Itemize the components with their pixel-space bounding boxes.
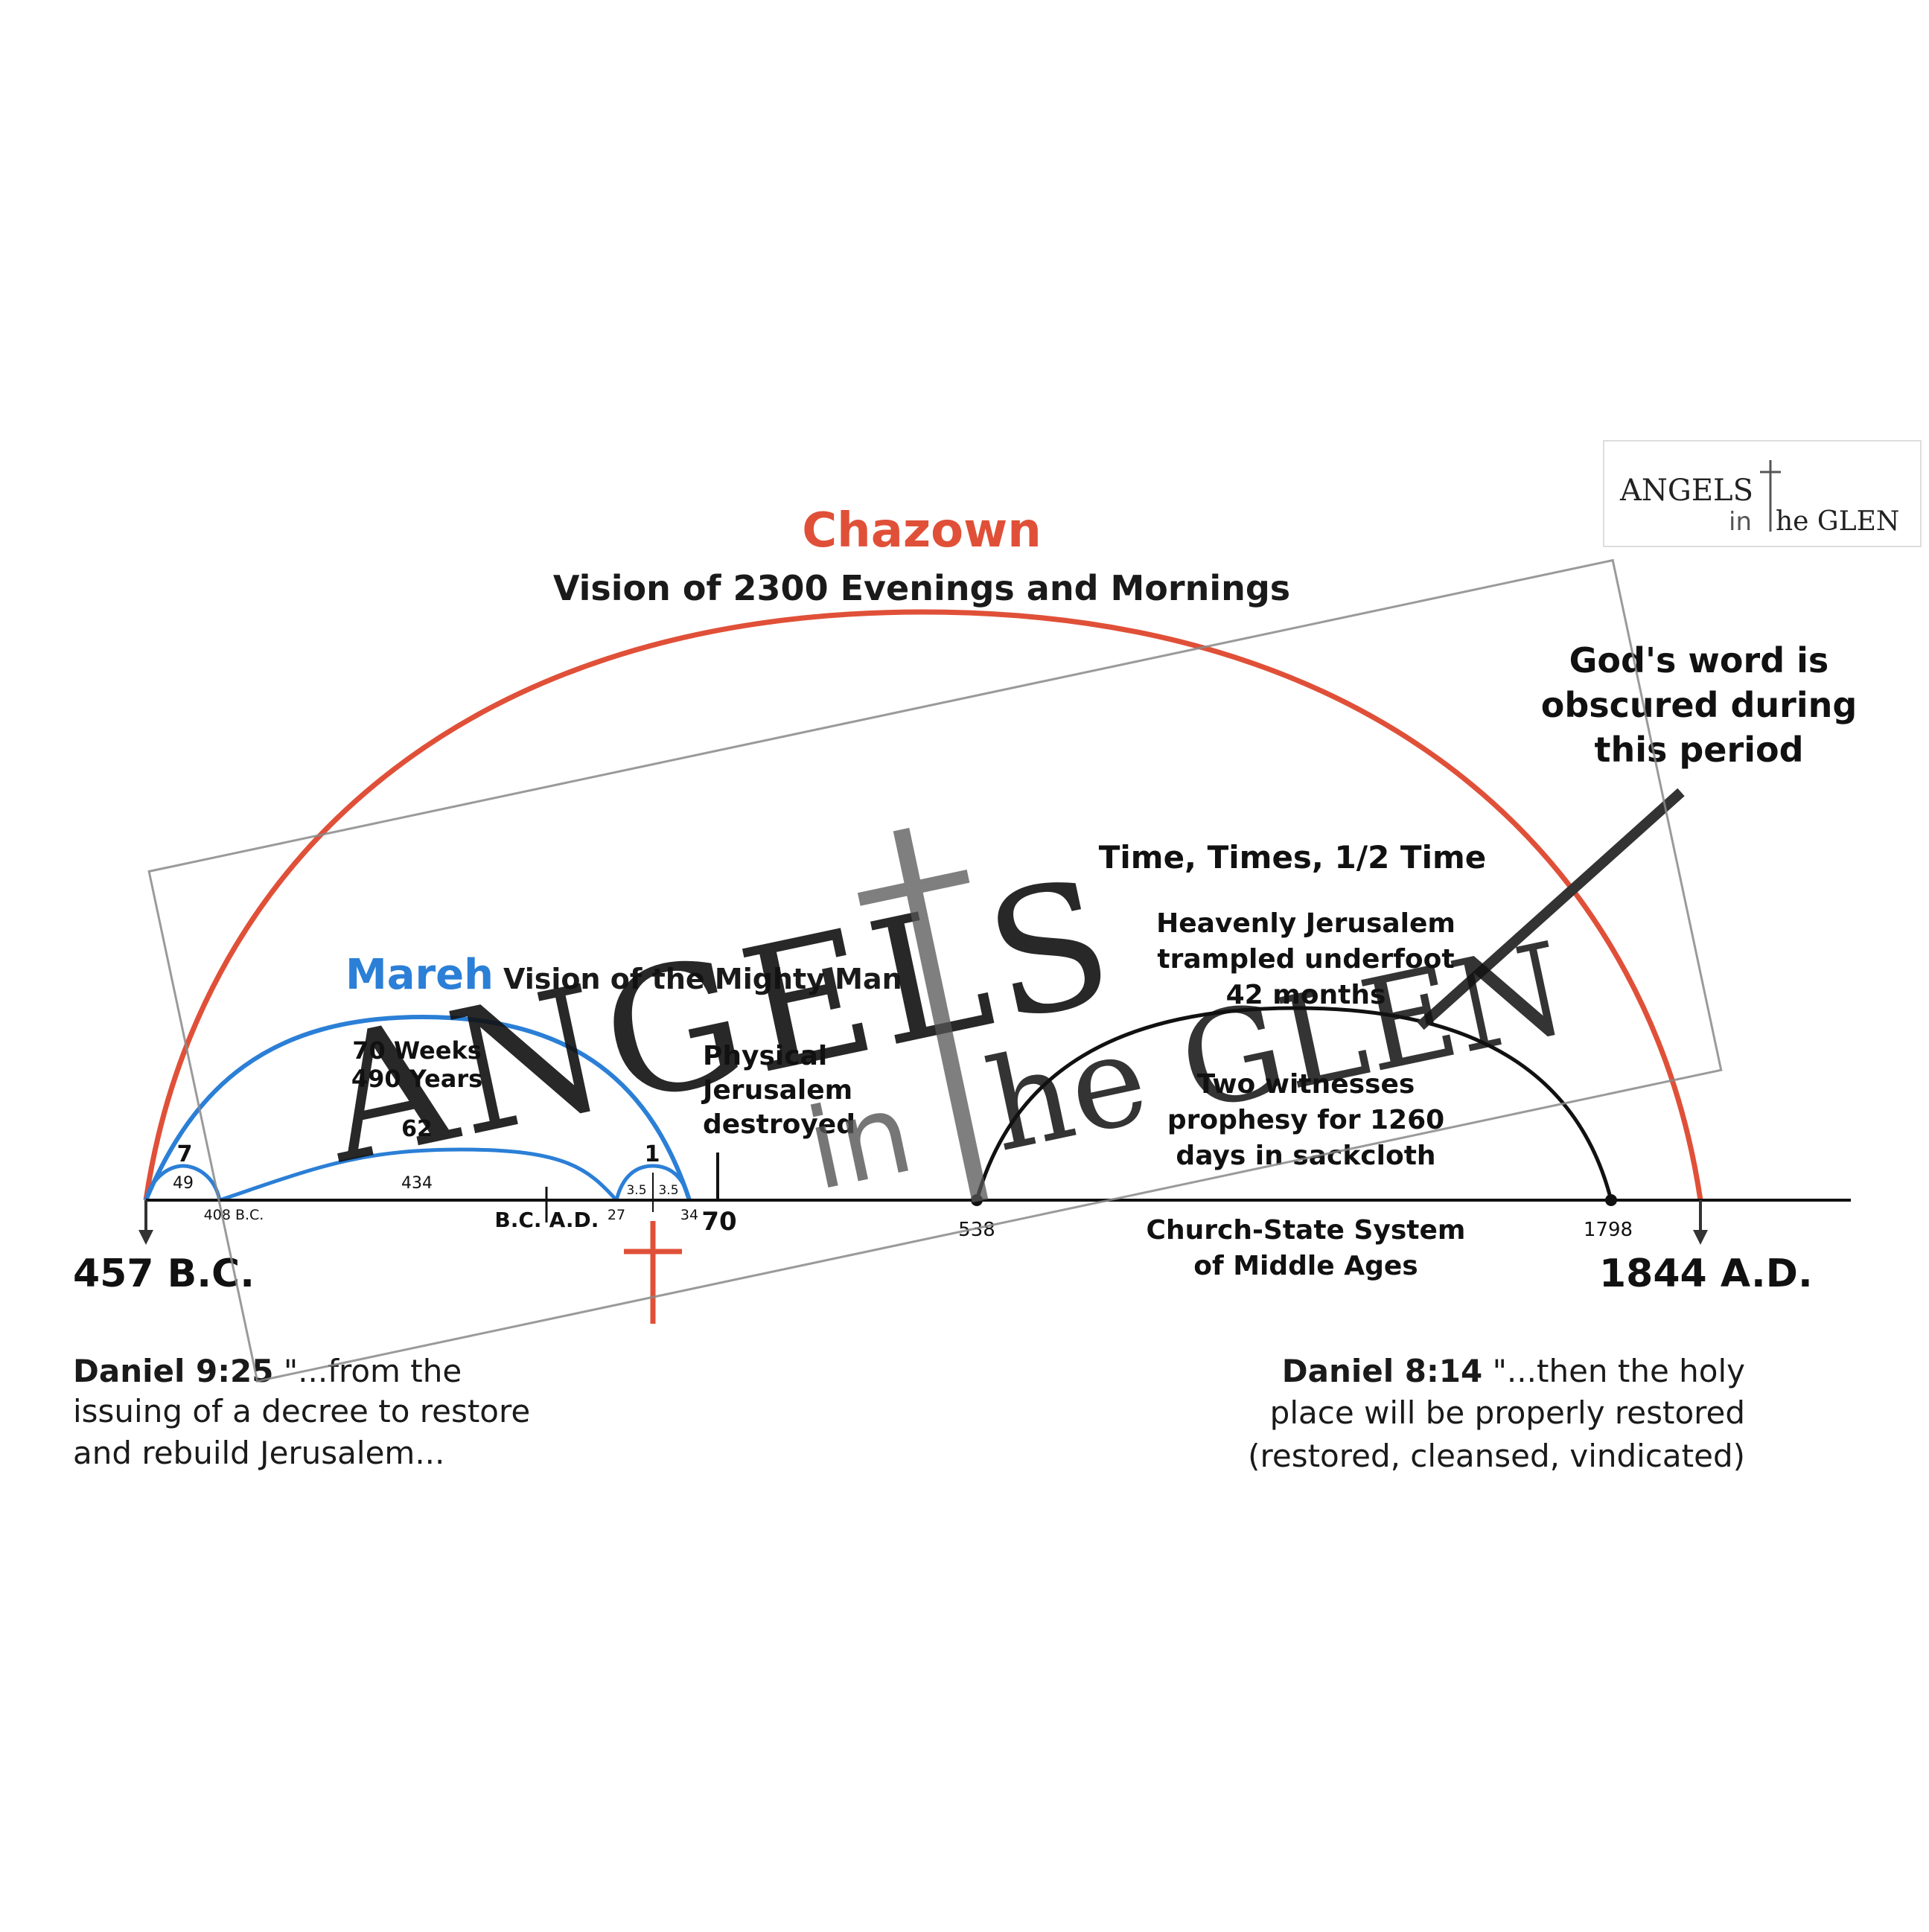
label-408bc: 408 B.C. [204,1207,264,1223]
physical-line-3: destroyed [703,1109,855,1140]
label-70: 70 [701,1207,736,1237]
marker-1798 [1605,1194,1617,1206]
label-34: 34 [680,1207,698,1223]
heavenly-line-3: 42 months [1226,980,1386,1010]
mareh-subtitle: Vision of the Mighty Man [503,963,902,995]
mareh-final-week-arc [614,1164,692,1201]
mareh-title: Mareh [345,951,494,999]
label-1798: 1798 [1584,1219,1633,1241]
cross-icon [624,1221,682,1324]
mareh-weeks: 70 Weeks [352,1036,482,1065]
right-quote-line-2: place will be properly restored [1270,1394,1745,1431]
label-27: 27 [608,1207,625,1223]
label-ad: A.D. [549,1208,599,1232]
heavenly-line-1: Heavenly Jerusalem [1156,908,1455,939]
logo-box [1603,440,1922,547]
label-bc: B.C. [494,1208,541,1232]
left-quote-line-2: issuing of a decree to restore [73,1393,530,1429]
mareh-years: 490 Years [351,1065,482,1093]
witnesses-line-2: prophesy for 1260 [1167,1105,1444,1135]
heavenly-line-2: trampled underfoot [1157,944,1454,975]
mareh-1: 1 [645,1141,660,1167]
physical-line-1: Physical [703,1041,827,1071]
mareh-49: 49 [173,1174,194,1193]
left-quote-line-3: and rebuild Jerusalem... [73,1435,444,1471]
witnesses-line-1: Two witnesses [1197,1069,1415,1100]
annotation-line-1: God's word is [1569,640,1829,680]
church-state-line-2: of Middle Ages [1193,1251,1418,1281]
mareh-half-2: 3.5 [658,1183,678,1198]
left-quote-line-1: Daniel 9:25 "...from the [73,1353,462,1389]
time-times-title: Time, Times, 1/2 Time [1099,839,1486,876]
right-quote-line-1: Daniel 8:14 "...then the holy [1282,1353,1745,1389]
annotation-pointer-arrow-icon [1417,788,1685,1030]
mareh-62: 62 [401,1116,433,1142]
annotation-line-2: obscured during [1541,685,1858,725]
label-start-date: 457 B.C. [73,1252,255,1296]
label-end-date: 1844 A.D. [1599,1252,1813,1296]
mareh-49-arc [144,1164,222,1201]
mareh-half-1: 3.5 [626,1183,646,1198]
right-quote-line-3: (restored, cleansed, vindicated) [1248,1438,1745,1474]
witnesses-line-3: days in sackcloth [1176,1141,1435,1171]
mareh-434: 434 [401,1174,433,1193]
mareh-434-arc [219,1147,618,1202]
logo-glen: he GLEN [1776,506,1899,537]
church-state-line-1: Church-State System [1147,1215,1466,1246]
mareh-7: 7 [177,1141,193,1167]
annotation-line-3: this period [1594,730,1803,770]
start-arrow-icon [138,1200,153,1245]
chazown-subtitle: Vision of 2300 Evenings and Mornings [553,568,1290,608]
physical-line-2: Jerusalem [701,1075,852,1106]
watermark-cross-icon [857,827,989,1203]
end-arrow-icon [1693,1200,1708,1245]
church-state-arc [975,1006,1613,1201]
mareh-outer-arc [144,1014,692,1202]
watermark-frame [147,558,1723,1383]
chazown-title: Chazown [802,503,1042,558]
logo-angels: ANGELS [1619,474,1753,508]
chazown-arc [143,609,1703,1201]
logo: ANGELS in he GLEN [1603,440,1922,547]
watermark-in: in [797,1068,923,1217]
logo-in: in [1729,507,1752,537]
